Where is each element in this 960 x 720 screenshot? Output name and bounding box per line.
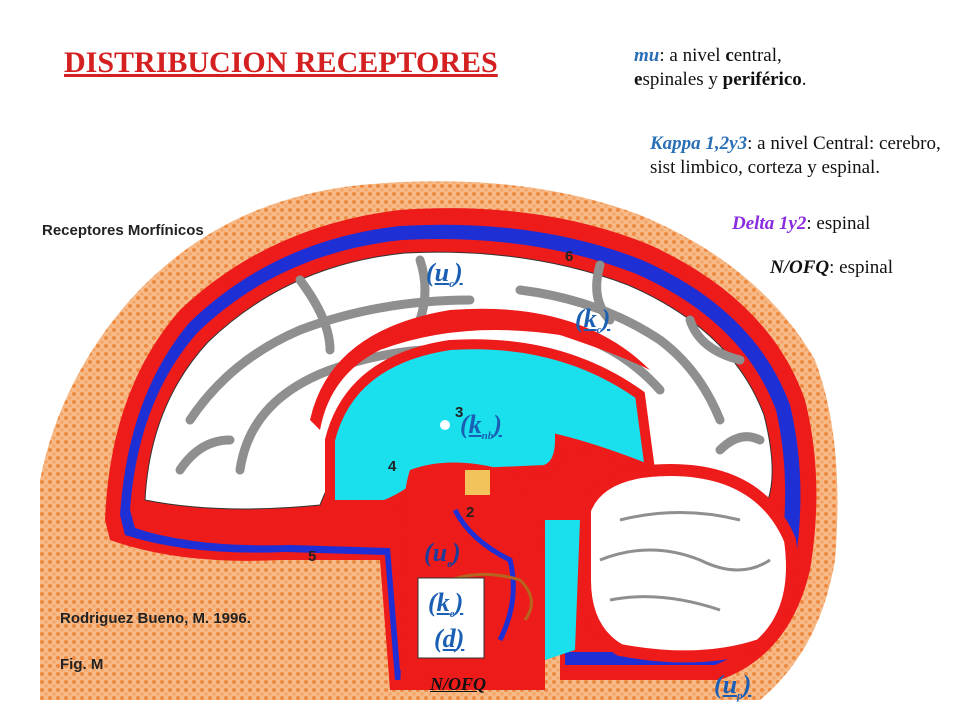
label-uc: (uc)	[426, 258, 463, 290]
note-nofq: N/OFQ: espinal	[770, 256, 893, 280]
note-delta: Delta 1y2: espinal	[732, 212, 870, 236]
note-mu-line2-rest: spinales y	[642, 69, 723, 90]
label-uc-sub: c	[449, 278, 455, 291]
label-up: (up)	[714, 670, 751, 702]
region-number-6: 6	[565, 248, 574, 265]
fourth-ventricle	[545, 520, 580, 660]
spinal-blue-line	[452, 508, 516, 642]
label-d-close: )	[455, 624, 465, 653]
figure-credit: Rodriguez Bueno, M. 1996.	[60, 610, 251, 627]
note-mu-line2-e: e	[634, 69, 643, 90]
label-uc-close: )	[454, 258, 463, 287]
note-mu-bold-c: c	[725, 45, 734, 66]
label-up-main: u	[722, 670, 738, 699]
note-kappa: Kappa 1,2y3: a nivel Central: cerebro, s…	[650, 132, 950, 180]
region-number-5: 5	[308, 548, 317, 565]
label-knb-sub: nb	[481, 430, 494, 443]
label-kc-sub: c	[596, 324, 602, 337]
label-ue-open: (	[424, 538, 433, 567]
label-d: (d)	[434, 624, 464, 654]
label-box-ke	[417, 577, 485, 659]
label-ue-main: u	[432, 538, 448, 567]
note-mu-text1: : a nivel	[659, 45, 726, 66]
label-ke-sub: e	[449, 608, 455, 621]
label-knb-open: (	[460, 410, 469, 439]
label-d-main: d	[442, 624, 456, 653]
label-kc: (kc)	[575, 304, 610, 336]
label-kc-open: (	[575, 304, 584, 333]
note-mu-line2-bold: periférico	[722, 69, 802, 90]
figure-number: Fig. M	[60, 656, 104, 673]
label-ue: (ue)	[424, 538, 461, 570]
note-delta-name: Delta 1y2	[732, 213, 807, 234]
label-uc-open: (	[426, 258, 435, 287]
note-mu-line2-end: .	[801, 69, 807, 90]
label-up-sub: p	[737, 690, 743, 703]
white-spot	[440, 420, 450, 430]
note-kappa-name: Kappa 1,2y3	[650, 133, 748, 154]
label-ke: (ke)	[428, 588, 463, 620]
label-kc-close: )	[601, 304, 611, 333]
note-mu-name: mu	[634, 45, 660, 66]
cerebellum	[579, 463, 798, 663]
label-ke-open: (	[428, 588, 437, 617]
label-knb-main: k	[468, 410, 482, 439]
label-nofq: N/OFQ	[430, 674, 487, 694]
figure-header: Receptores Morfínicos	[42, 222, 204, 239]
label-up-close: )	[742, 670, 752, 699]
note-nofq-name: N/OFQ	[770, 257, 830, 278]
label-kc-main: k	[583, 304, 597, 333]
note-delta-text: : espinal	[806, 213, 871, 234]
cerebellum-folia	[599, 511, 771, 612]
hypothalamus-marks	[465, 470, 490, 495]
region-number-3: 3	[455, 404, 464, 421]
label-d-open: (	[434, 624, 443, 653]
label-knb: (knb)	[460, 410, 502, 442]
note-mu: mu: a nivel central, espinales y perifér…	[634, 44, 807, 92]
note-mu-text2: entral,	[733, 45, 782, 66]
corpus-callosum	[310, 308, 650, 430]
region-number-2: 2	[466, 504, 475, 521]
label-knb-close: )	[493, 410, 502, 439]
label-ke-close: )	[454, 588, 464, 617]
note-nofq-text: : espinal	[829, 257, 893, 278]
page-title: DISTRIBUCION RECEPTORES	[64, 46, 498, 79]
label-ue-sub: e	[447, 558, 453, 571]
note-kappa-text: : a nivel Central: cerebro, sist limbico…	[650, 133, 941, 178]
label-uc-main: u	[434, 258, 450, 287]
label-ue-close: )	[452, 538, 461, 567]
label-ke-main: k	[436, 588, 450, 617]
label-up-open: (	[714, 670, 723, 699]
region-number-4: 4	[388, 458, 397, 475]
